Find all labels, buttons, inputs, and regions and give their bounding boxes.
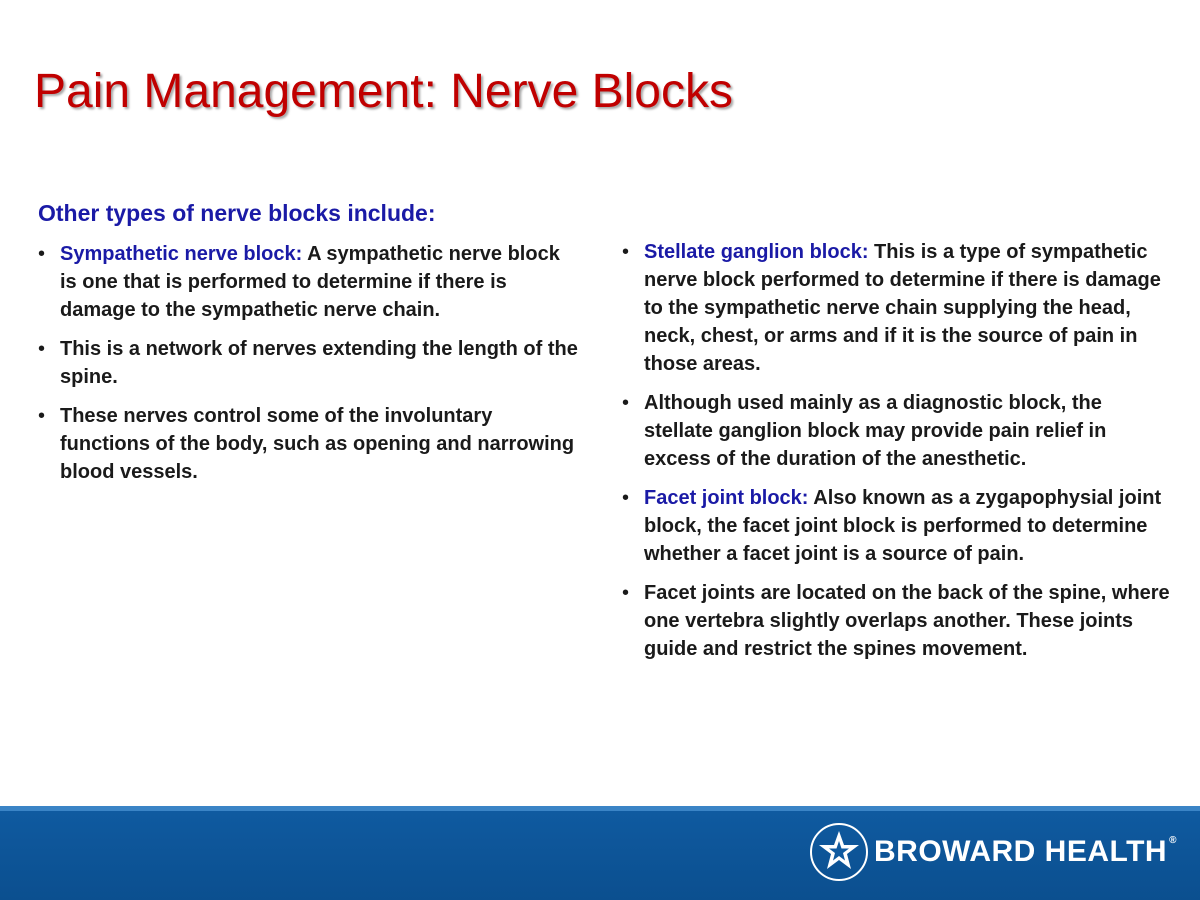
bullet-item: This is a network of nerves extending th… [38, 335, 578, 391]
bullet-item: Although used mainly as a diagnostic blo… [622, 389, 1170, 473]
bullet-term: Sympathetic nerve block: [60, 243, 303, 265]
bullet-text: These nerves control some of the involun… [60, 405, 575, 483]
bullet-text: A sympathetic nerve block is one that is… [60, 243, 560, 321]
bullet-text: This is a network of nerves extending th… [60, 338, 578, 388]
right-column: Stellate ganglion block: This is a type … [622, 238, 1170, 674]
bullet-text: Facet joints are located on the back of … [644, 582, 1170, 660]
left-column: Sympathetic nerve block: A sympathetic n… [38, 240, 578, 497]
bullet-item: These nerves control some of the involun… [38, 402, 578, 486]
bullet-term: Facet joint block: [644, 487, 809, 509]
bullet-item: Facet joints are located on the back of … [622, 579, 1170, 663]
broward-health-logo: BROWARD HEALTH® [810, 822, 1177, 882]
star-icon [810, 823, 868, 881]
bullet-item: Facet joint block: Also known as a zygap… [622, 484, 1170, 568]
slide-title: Pain Management: Nerve Blocks [34, 65, 733, 118]
left-bullet-list: Sympathetic nerve block: A sympathetic n… [38, 240, 578, 486]
bullet-term: Stellate ganglion block: [644, 241, 869, 263]
footer-band [0, 806, 1200, 900]
bullet-item: Stellate ganglion block: This is a type … [622, 238, 1170, 378]
slide-subtitle: Other types of nerve blocks include: [38, 200, 436, 226]
bullet-text: This is a type of sympathetic nerve bloc… [644, 241, 1161, 375]
right-bullet-list: Stellate ganglion block: This is a type … [622, 238, 1170, 663]
bullet-text: Also known as a zygapophysial joint bloc… [644, 487, 1162, 565]
bullet-text: Although used mainly as a diagnostic blo… [644, 392, 1107, 470]
logo-wordmark: BROWARD HEALTH® [874, 835, 1177, 868]
bullet-item: Sympathetic nerve block: A sympathetic n… [38, 240, 578, 324]
star-icon-graphic [819, 831, 859, 869]
